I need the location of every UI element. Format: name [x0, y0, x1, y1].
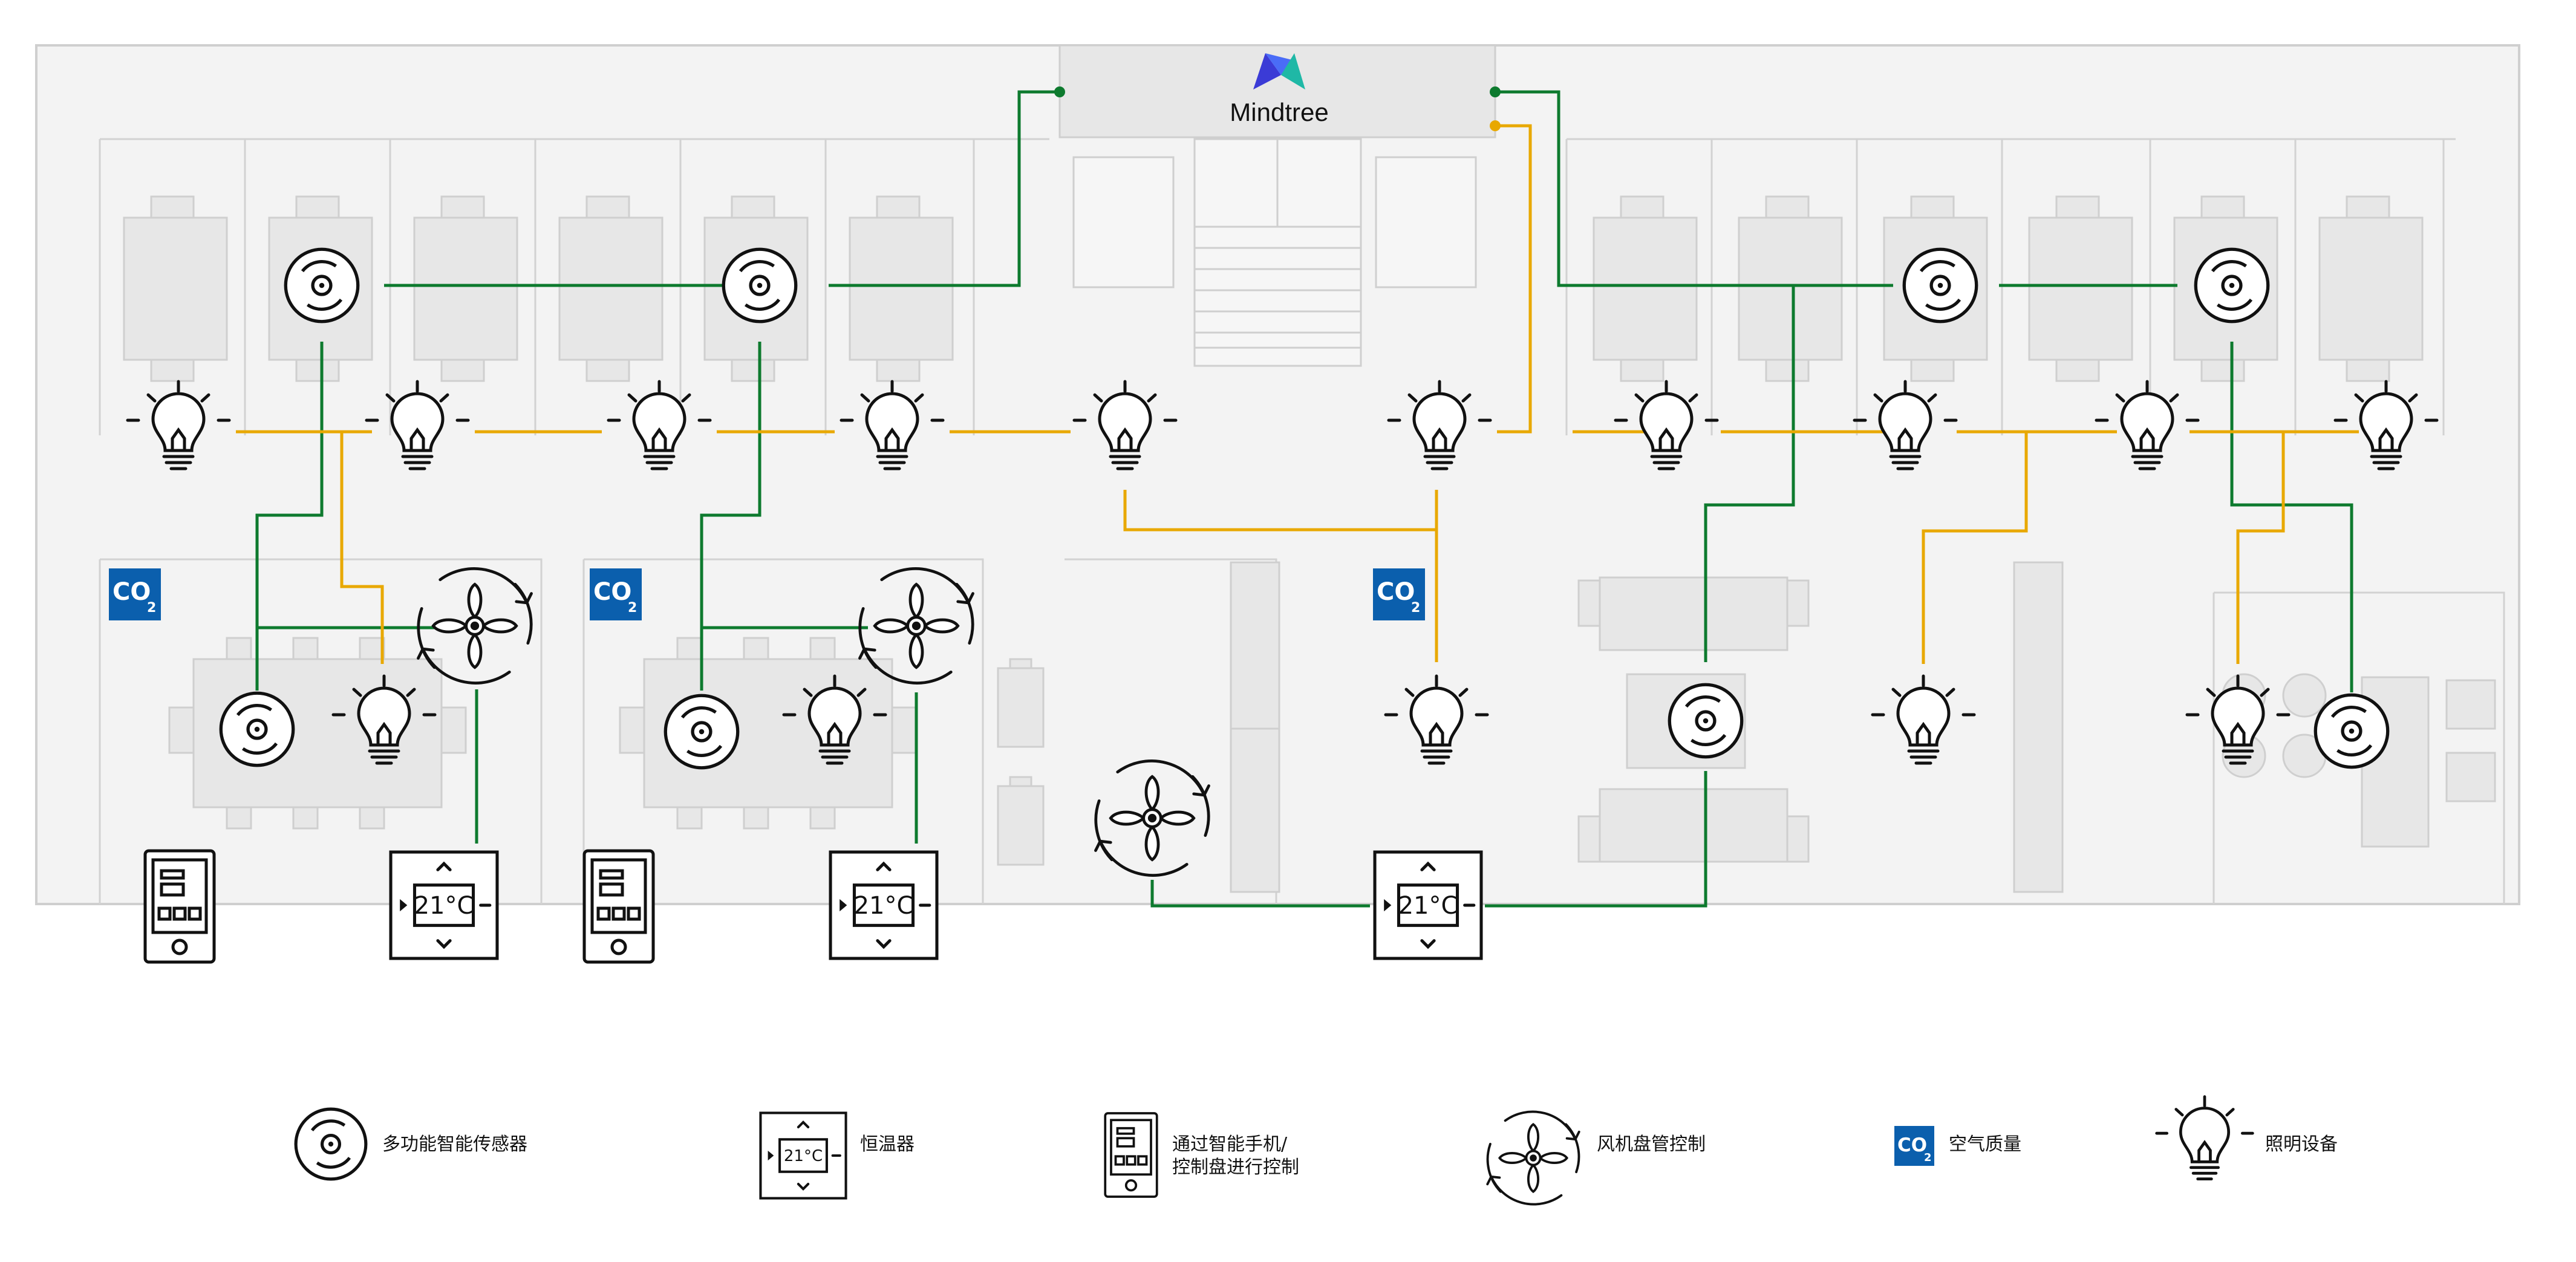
legend-item-light: 照明设备	[2157, 1097, 2338, 1179]
multi-sensor-icon	[296, 1109, 366, 1179]
co2-icon: CO 2	[1373, 568, 1425, 620]
mindtree-logo: Mindtree	[1230, 53, 1329, 126]
svg-text:2: 2	[147, 600, 156, 616]
control-panel-icon	[584, 851, 653, 962]
svg-text:2: 2	[628, 600, 637, 616]
multi-sensor-icon	[285, 249, 357, 321]
svg-text:恒温器: 恒温器	[860, 1134, 915, 1155]
legend: 多功能智能传感器 21°C 恒温器 通过智能手机/ 控制盘进行控制 风机盘管控制…	[296, 1097, 2338, 1206]
green-network-lines	[255, 90, 2353, 908]
multi-sensor-icon	[1904, 249, 1976, 321]
svg-text:2: 2	[1924, 1151, 1932, 1164]
yellow-lighting-lines	[236, 124, 2359, 664]
svg-text:照明设备: 照明设备	[2265, 1134, 2338, 1155]
thermostat-icon: 21°C	[391, 852, 497, 958]
svg-text:21°C: 21°C	[1398, 892, 1458, 920]
multi-sensor-icon	[1669, 685, 1741, 756]
logo-wordmark: Mindtree	[1230, 98, 1328, 126]
control-panel-icon	[1104, 1112, 1158, 1198]
co2-icon	[1894, 1126, 1934, 1166]
thermostat-icon: 21°C	[1375, 852, 1481, 958]
multi-sensor-icon	[723, 249, 795, 321]
floor-plan	[35, 44, 2520, 905]
svg-text:CO: CO	[1377, 578, 1415, 606]
legend-item-multi-sensor: 多功能智能传感器	[296, 1109, 527, 1179]
fan-coil-icon	[1486, 1110, 1580, 1206]
co2-icon: CO 2	[109, 568, 161, 620]
multi-sensor-icon	[665, 695, 737, 767]
svg-text:21°C: 21°C	[414, 892, 474, 920]
light-bulb-icon	[2157, 1097, 2253, 1179]
svg-text:控制盘进行控制: 控制盘进行控制	[1172, 1157, 1299, 1178]
svg-text:空气质量: 空气质量	[1949, 1134, 2021, 1155]
thermostat-icon: 21°C	[830, 852, 937, 958]
multi-sensor-icon	[2196, 249, 2268, 321]
co2-icon: CO 2	[590, 568, 642, 620]
svg-text:2: 2	[1411, 600, 1420, 616]
legend-item-thermostat: 21°C 恒温器	[760, 1113, 915, 1198]
legend-item-fan-coil: 风机盘管控制	[1486, 1110, 1706, 1206]
line-junction-dots	[1054, 86, 1501, 131]
thermostats: 21°C 21°C 21°C	[391, 852, 1481, 958]
multi-sensor-icon	[221, 693, 293, 765]
svg-text:21°C: 21°C	[784, 1147, 823, 1165]
svg-text:通过智能手机/: 通过智能手机/	[1172, 1134, 1288, 1155]
svg-text:CO: CO	[1897, 1134, 1927, 1156]
co2-badges: CO 2 CO 2 CO 2	[109, 568, 1425, 620]
control-panel-icon	[145, 851, 214, 962]
legend-item-co2: CO 2 空气质量	[1894, 1126, 2021, 1166]
svg-text:风机盘管控制: 风机盘管控制	[1597, 1134, 1706, 1155]
svg-text:CO: CO	[593, 578, 631, 606]
multi-sensor-icon	[2315, 695, 2387, 767]
svg-text:CO: CO	[112, 578, 151, 606]
svg-text:多功能智能传感器: 多功能智能传感器	[382, 1134, 527, 1155]
svg-text:21°C: 21°C	[854, 892, 914, 920]
legend-item-control-panel: 通过智能手机/ 控制盘进行控制	[1104, 1112, 1299, 1198]
